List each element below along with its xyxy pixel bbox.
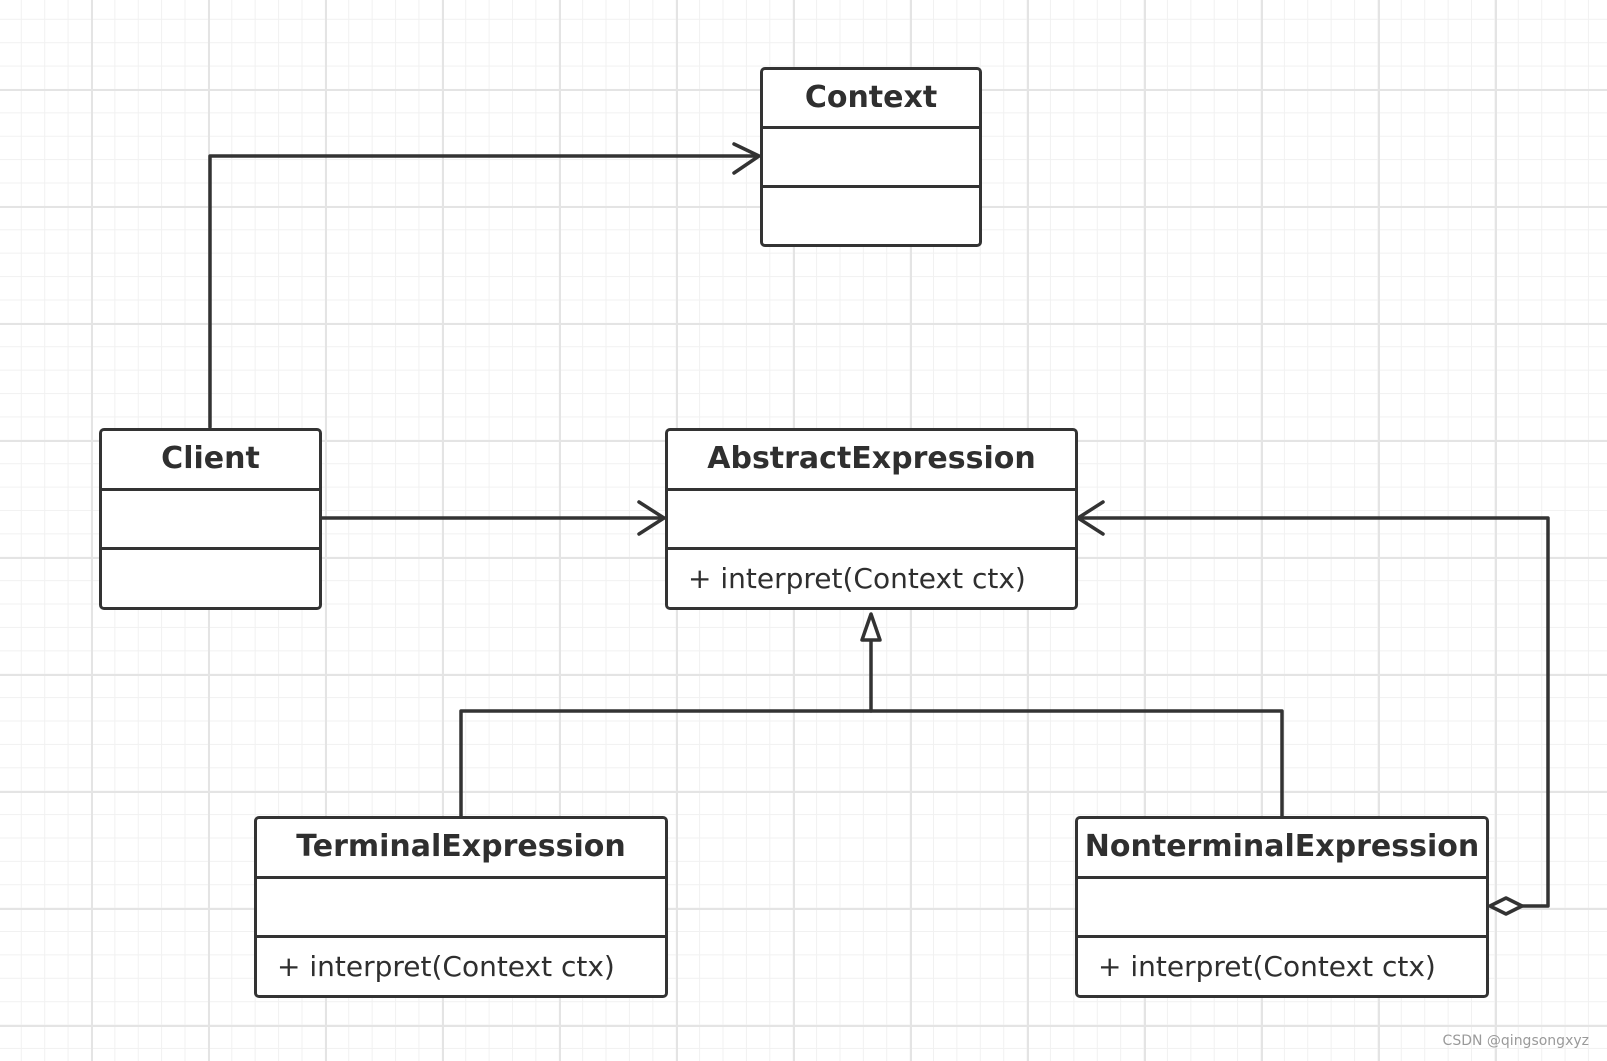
- attributes-compartment: [763, 126, 979, 185]
- watermark: CSDN @qingsongxyz: [1442, 1033, 1589, 1049]
- attributes-compartment: [257, 875, 665, 936]
- class-nonterminalexpression[interactable]: NonterminalExpression + interpret(Contex…: [1075, 816, 1489, 998]
- operations-compartment: [763, 185, 979, 244]
- class-name: TerminalExpression: [296, 829, 626, 865]
- association-client-to-context: [208, 142, 761, 429]
- operation-interpret: + interpret(Context ctx): [1078, 935, 1486, 995]
- open-arrowhead: [1076, 500, 1105, 536]
- class-name: Client: [161, 441, 260, 477]
- hollow-diamond: [1488, 896, 1524, 916]
- class-terminalexpression[interactable]: TerminalExpression + interpret(Context c…: [254, 816, 668, 998]
- class-name: AbstractExpression: [707, 441, 1036, 477]
- hollow-triangle-arrowhead: [860, 612, 882, 642]
- generalization-to-abstractexpression: [459, 612, 1284, 818]
- open-arrowhead: [732, 142, 761, 175]
- class-name: NonterminalExpression: [1084, 829, 1480, 865]
- operations-compartment: [102, 547, 319, 607]
- class-abstractexpression[interactable]: AbstractExpression + interpret(Context c…: [665, 428, 1078, 610]
- open-arrowhead: [637, 500, 666, 536]
- attributes-compartment: [102, 487, 319, 548]
- class-client[interactable]: Client: [99, 428, 322, 610]
- operation-interpret: + interpret(Context ctx): [257, 935, 665, 995]
- operation-interpret: + interpret(Context ctx): [668, 547, 1075, 607]
- class-name: Context: [804, 80, 938, 115]
- attributes-compartment: [1078, 875, 1486, 936]
- aggregation-nonterminal-to-abstractexpression: [1076, 500, 1550, 916]
- association-client-to-abstractexpression: [320, 500, 666, 536]
- attributes-compartment: [668, 487, 1075, 548]
- class-context[interactable]: Context: [760, 67, 982, 247]
